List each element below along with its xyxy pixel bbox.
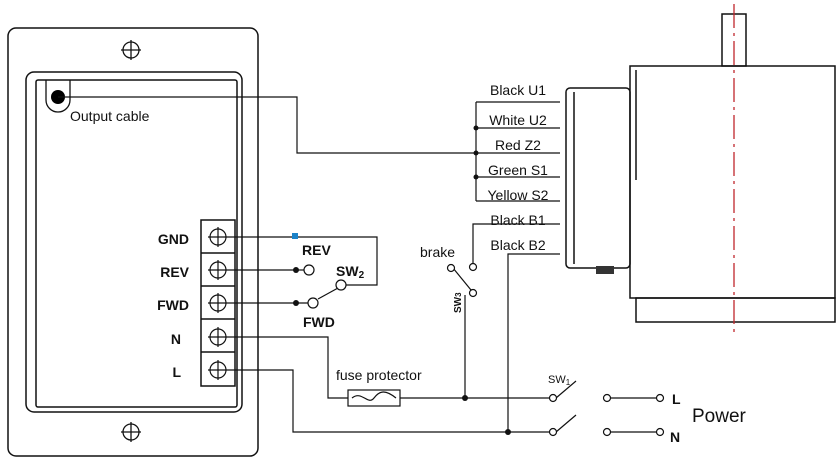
controller-inner-frame [25,71,243,413]
mounting-hole-top [121,40,141,60]
terminal-screw-gnd [208,227,228,247]
power-n-label: N [670,429,680,445]
sw2-blade [317,287,339,300]
brake-b1-wire [472,223,560,267]
power-l-terminal [655,393,665,403]
brake-label: brake [420,244,455,260]
junction-dots [293,125,511,435]
controller-outer-frame [7,27,259,457]
terminal-label-fwd: FWD [157,297,189,313]
fuse-protector [347,389,401,407]
motor-body [629,65,836,299]
lead-label-black-u1: Black U1 [490,82,546,98]
power-l-label: L [672,391,681,407]
terminal-screw-n [208,327,228,347]
terminal-label-rev: REV [160,264,189,280]
sw2-rev-label: REV [302,242,331,258]
terminal-screw-l [208,360,228,380]
sw2-label: SW2 [336,263,365,281]
sw1-label: SW1 [548,374,571,387]
sw1-contact-l-in [548,393,558,403]
terminal-label-n: N [171,331,181,347]
sw1-contact-n-in [548,427,558,437]
output-cable-wire [58,96,476,154]
lead-label-black-b1: Black B1 [490,212,545,228]
lead-label-yellow-s2: Yellow S2 [488,187,549,203]
n-wire [228,336,348,399]
lead-label-green-s1: Green S1 [488,162,548,178]
sw3-label: SW3 [453,292,464,313]
gnd-wire [228,236,378,286]
sw3-contact-b [468,262,478,272]
power-label: Power [692,406,747,427]
wires [58,96,656,433]
lead-label-black-b2: Black B2 [490,237,545,253]
sw3-contact-a [446,263,456,273]
sw3-blade [452,267,472,291]
lead-label-white-u2: White U2 [489,112,547,128]
output-cable-label: Output cable [70,108,150,124]
l-wire [228,369,550,433]
sw1-contact-n-out [602,427,612,437]
mounting-hole-bottom [121,422,141,442]
motor-cable-grommet [596,266,614,274]
terminal-label-gnd: GND [158,231,189,247]
sw1-blade-top [555,380,577,399]
sw3-contact-c [468,288,478,298]
sw1-blade-bottom [555,414,577,433]
controller-box [7,27,259,457]
brake-b2-wire [507,253,560,432]
controller-panel [35,79,238,408]
sw1-contact-l-out [602,393,612,403]
terminal-screw-fwd [208,293,228,313]
motor-flange [635,297,836,323]
motor [565,13,836,323]
sw2-fwd-label: FWD [303,314,335,330]
output-cable-gland [45,80,71,113]
terminal-screw-rev [208,260,228,280]
lead-label-red-z2: Red Z2 [495,137,541,153]
motor-brake-housing [565,87,631,269]
sw2-common-contact [335,279,347,291]
power-n-terminal [655,427,665,437]
terminal-label-l: L [172,364,181,380]
fuse-protector-label: fuse protector [336,367,422,383]
gnd-marker [292,233,298,239]
sw2-fwd-contact [307,297,319,309]
sw2-rev-contact [303,264,315,276]
